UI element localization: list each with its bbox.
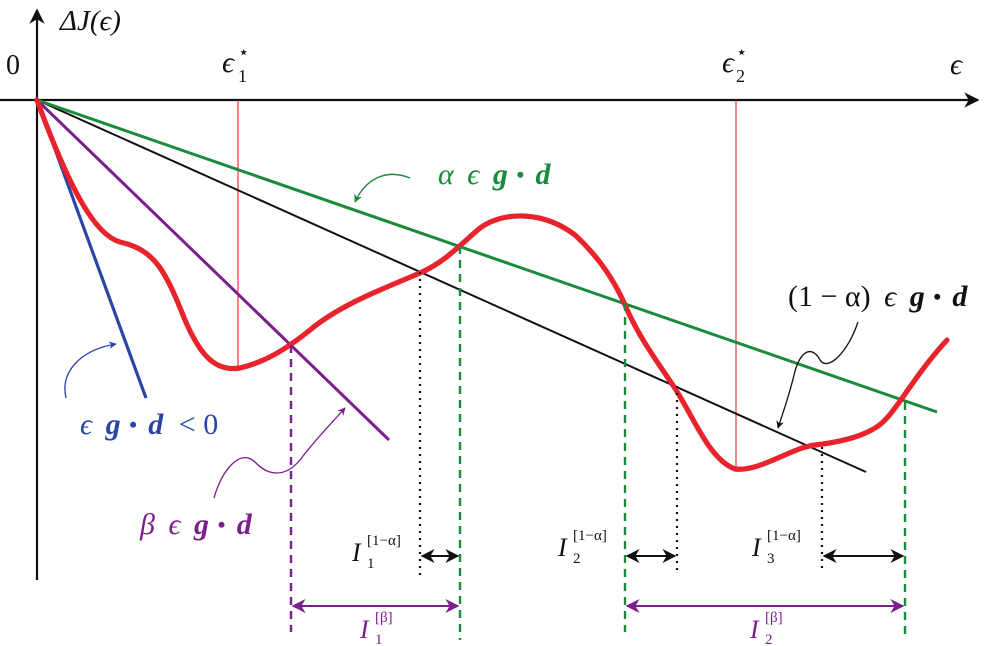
purple-d: d — [237, 508, 253, 541]
black-pointer — [776, 321, 859, 429]
green-alpha: α — [438, 158, 455, 191]
label-blue-descent: ϵ g • d < 0 — [64, 341, 218, 441]
green-g: g — [492, 158, 508, 191]
interval-beta-1-label: I [β] 1 — [359, 610, 393, 646]
ib1-sub: 1 — [375, 632, 383, 646]
eps1-sub: 1 — [238, 66, 247, 86]
ib2-sup: [β] — [765, 610, 783, 626]
blue-rel: < 0 — [179, 408, 218, 441]
purple-beta: β — [139, 508, 155, 541]
ia3-base: I — [751, 533, 762, 562]
eps2-star: ⋆ — [736, 42, 747, 62]
ia3-sup: [1−α] — [767, 528, 801, 544]
blue-d: d — [148, 408, 164, 441]
black-prefix: (1 − α) — [788, 280, 871, 313]
ia2-sup: [1−α] — [573, 528, 607, 544]
origin-label: 0 — [6, 50, 20, 81]
green-eps: ϵ — [467, 158, 481, 191]
ia1-sup: [1−α] — [367, 533, 401, 549]
ia1-sub: 1 — [367, 556, 375, 572]
blue-pointer — [64, 341, 117, 399]
blue-g: g — [105, 408, 121, 441]
green-pointer — [354, 173, 411, 203]
interval-beta-2-label: I [β] 2 — [749, 610, 783, 646]
green-d: d — [536, 158, 552, 191]
purple-g: g — [193, 508, 209, 541]
eps1-base: ϵ — [222, 46, 236, 79]
y-axis-label: ΔJ(ϵ) — [59, 5, 121, 37]
blue-eps: ϵ — [80, 408, 94, 441]
purple-eps: ϵ — [168, 508, 182, 541]
svg-text:α ϵ g •: α ϵ g • d — [438, 156, 552, 191]
ib2-sub: 2 — [765, 632, 773, 646]
black-dot: • — [933, 284, 941, 309]
ia2-base: I — [557, 533, 568, 562]
ib2-base: I — [749, 615, 760, 644]
interval-alpha-2-label: I [1−α] 2 — [557, 528, 607, 567]
ia2-sub: 2 — [573, 551, 581, 567]
ia3-sub: 3 — [767, 551, 775, 567]
eps1-marker: ϵ ⋆ 1 — [222, 42, 249, 367]
eps2-marker: ϵ ⋆ 2 — [722, 42, 747, 469]
eps2-base: ϵ — [722, 46, 736, 79]
eps2-sub: 2 — [736, 66, 745, 86]
svg-text:(1 − α) ϵ g: (1 − α) ϵ g • d — [788, 278, 968, 313]
ib1-base: I — [359, 615, 370, 644]
objective-curve — [34, 97, 950, 472]
label-green-alpha: α ϵ g • d — [354, 156, 552, 203]
green-dot: • — [516, 162, 524, 187]
purple-dot: • — [218, 512, 226, 537]
purple-pointer — [213, 407, 346, 499]
black-eps: ϵ — [884, 280, 898, 313]
interval-alpha-1-label: I [1−α] 1 — [351, 533, 401, 572]
svg-text:β ϵ g •: β ϵ g • d — [139, 506, 253, 541]
black-d: d — [952, 280, 968, 313]
ia1-base: I — [351, 538, 362, 567]
svg-text:ϵ g • d: ϵ g • d < 0 — [80, 406, 218, 441]
x-axis-label: ϵ — [950, 48, 964, 81]
blue-dot: • — [129, 412, 137, 437]
label-purple-beta: β ϵ g • d — [139, 407, 346, 541]
label-black-1-alpha: (1 − α) ϵ g • d — [776, 278, 968, 429]
line-purple-beta — [35, 98, 391, 442]
ib1-sup: [β] — [375, 610, 393, 626]
eps1-star: ⋆ — [238, 42, 249, 62]
black-g: g — [909, 280, 925, 313]
interval-alpha-3-label: I [1−α] 3 — [751, 528, 801, 567]
line-green-alpha — [36, 98, 938, 414]
line-black-1-alpha — [36, 99, 867, 473]
